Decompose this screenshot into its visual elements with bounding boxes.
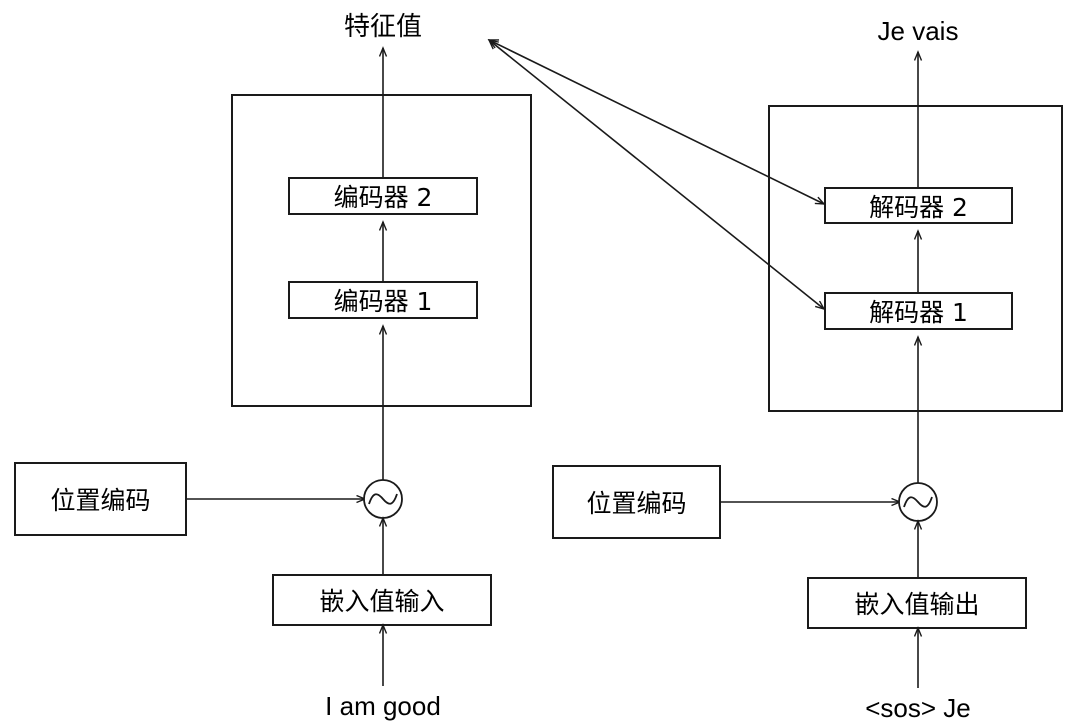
decoder-sine-wave-icon bbox=[903, 496, 933, 508]
encoder-block-1-label[interactable]: 编码器 1 bbox=[333, 287, 433, 316]
encoder-block-2-label[interactable]: 编码器 2 bbox=[333, 183, 433, 212]
encoder-block-2-box bbox=[288, 177, 478, 215]
encoder-stack-container bbox=[231, 94, 532, 407]
cross-attention-arrow-to-decoder-1 bbox=[489, 40, 824, 309]
encoder-sine-wave-icon bbox=[368, 493, 398, 505]
decoder-positional-encoding-box bbox=[552, 465, 721, 539]
encoder-positional-encoding-box bbox=[14, 462, 187, 536]
encoder-embedding-label[interactable]: 嵌入值输入 bbox=[319, 587, 445, 616]
decoder-positional-encoding-label[interactable]: 位置编码 bbox=[586, 489, 687, 518]
decoder-embedding-box bbox=[807, 577, 1027, 629]
decoder-block-1-label[interactable]: 解码器 1 bbox=[869, 298, 968, 327]
encoder-positional-encoding-label[interactable]: 位置编码 bbox=[50, 486, 151, 515]
decoder-block-2-label[interactable]: 解码器 2 bbox=[869, 192, 968, 222]
decoder-embedding-label[interactable]: 嵌入值输出 bbox=[854, 590, 980, 619]
decoder-stack-container bbox=[768, 105, 1063, 412]
decoder-block-1-box bbox=[824, 292, 1013, 330]
